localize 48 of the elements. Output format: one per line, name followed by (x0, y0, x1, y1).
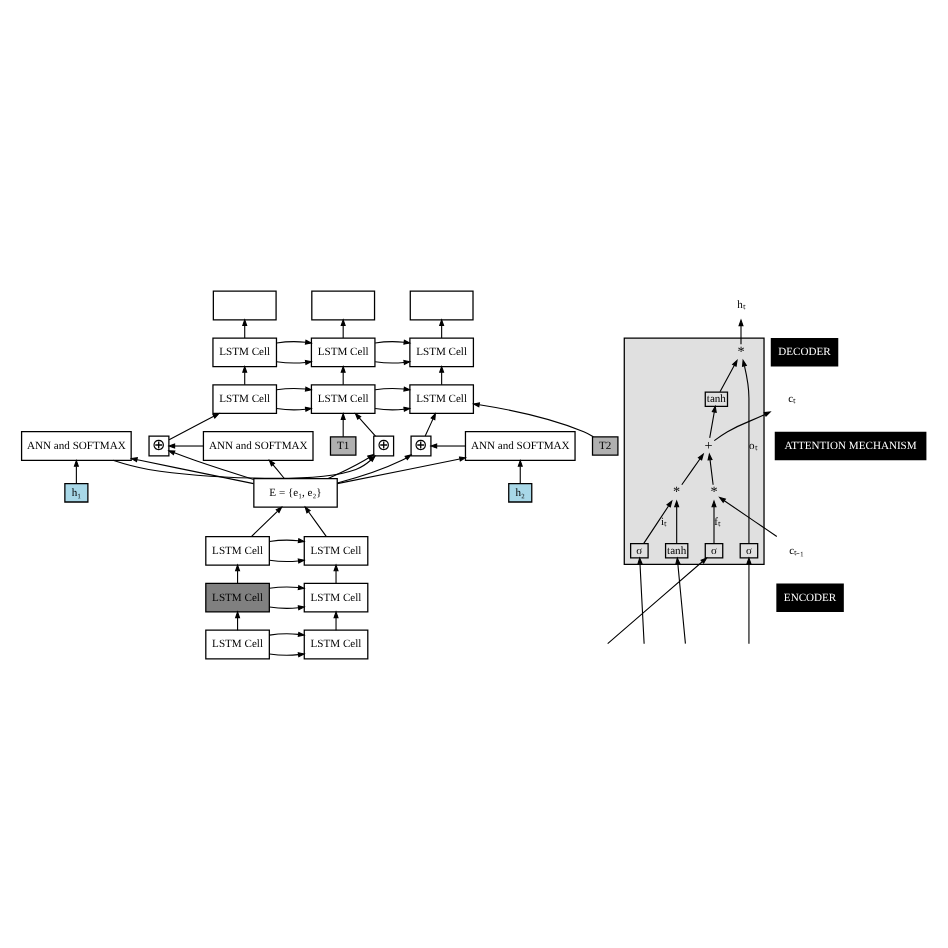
arrow (268, 557, 306, 563)
arrow (304, 504, 327, 536)
node-box (311, 289, 376, 320)
arrow (268, 630, 306, 637)
arrow (746, 555, 752, 644)
node-box: ⊕ (148, 434, 170, 456)
arrow (276, 338, 313, 344)
arrow (276, 358, 313, 365)
arrow (268, 651, 306, 657)
arrow (276, 405, 313, 412)
arrow (251, 505, 283, 536)
node-box (409, 289, 474, 320)
arrow (374, 405, 412, 412)
arrow (713, 410, 772, 441)
arrow (707, 451, 714, 485)
arrow (333, 609, 339, 630)
arrow (168, 411, 221, 440)
node-box (212, 289, 277, 320)
node-box: ⊕ (373, 434, 395, 456)
arrow (374, 338, 412, 344)
arrow (429, 442, 466, 448)
arrow (637, 555, 645, 644)
arrow (709, 403, 717, 438)
arrow (643, 498, 673, 544)
arrow (268, 604, 306, 610)
arrow (711, 498, 717, 544)
arrow (424, 411, 437, 436)
arrow (268, 583, 306, 590)
arrow (268, 458, 285, 479)
arrow (673, 498, 680, 544)
arrow (276, 385, 313, 391)
arrow (354, 411, 377, 436)
arrow (738, 317, 744, 344)
arrow (374, 385, 412, 391)
arrow (607, 555, 708, 644)
arrow (333, 562, 339, 583)
arrow (718, 495, 778, 537)
arrow (167, 449, 255, 479)
arrow (374, 358, 412, 365)
arrow (681, 451, 705, 485)
arrow (471, 401, 594, 437)
node-box: ⊕ (410, 434, 432, 456)
arrow (741, 357, 750, 543)
arrow (167, 442, 204, 448)
arrow (719, 357, 738, 392)
arrow (675, 555, 686, 644)
arrow (268, 536, 306, 543)
arrow (129, 456, 255, 484)
